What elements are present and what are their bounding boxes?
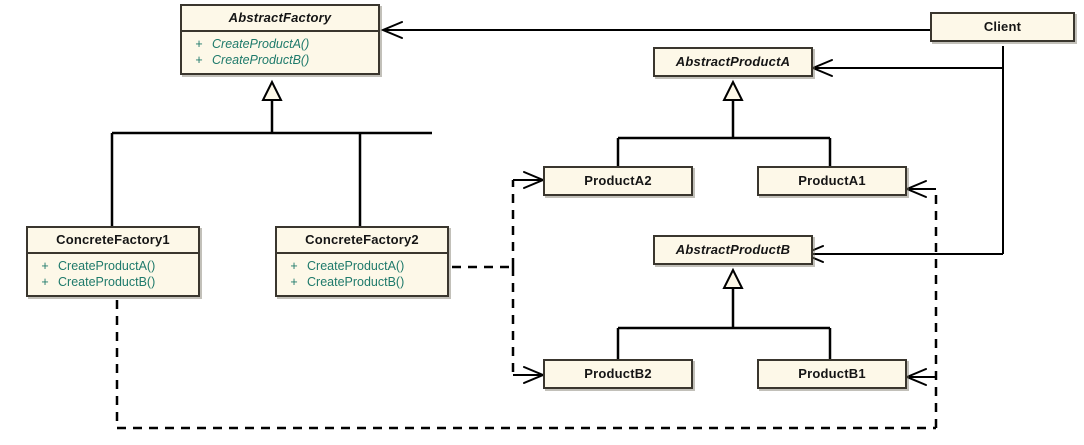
class-title-abstract-factory: AbstractFactory [228,10,332,25]
edge-client-to-abstractfactory [380,21,930,39]
class-member: + CreateProductA() [32,258,194,274]
member-signature: CreateProductA() [307,259,405,273]
class-title-abstract-product-a: AbstractProductA [675,54,791,69]
class-title-client: Client [983,19,1022,34]
member-visibility: + [290,259,298,273]
class-box-abstract-factory[interactable]: AbstractFactory + CreateProductA() + Cre… [180,4,380,75]
member-visibility: + [195,37,203,51]
class-member: + CreateProductA() [281,258,443,274]
edge-concretefactory2-dependencies [452,171,546,384]
member-visibility: + [41,275,49,289]
class-member: + CreateProductB() [186,52,374,68]
class-title-concrete-factory1: ConcreteFactory1 [56,232,170,247]
class-members-concrete-factory2: + CreateProductA() + CreateProductB() [277,254,447,295]
member-signature: CreateProductB() [307,275,405,289]
class-title-product-b1: ProductB1 [798,366,866,381]
class-member: + CreateProductB() [281,274,443,290]
class-member: + CreateProductA() [186,36,374,52]
class-title-concrete-factory2: ConcreteFactory2 [305,232,419,247]
edge-factories-generalization [110,79,432,226]
class-separator [28,252,198,254]
class-members-concrete-factory1: + CreateProductA() + CreateProductB() [28,254,198,295]
class-title-product-b2: ProductB2 [584,366,652,381]
class-separator [277,252,447,254]
class-box-product-a1[interactable]: ProductA1 [757,166,907,196]
member-visibility: + [195,53,203,67]
class-box-product-a2[interactable]: ProductA2 [543,166,693,196]
class-title-product-a2: ProductA2 [584,173,652,188]
class-box-concrete-factory1[interactable]: ConcreteFactory1 + CreateProductA() + Cr… [26,226,200,297]
member-signature: CreateProductB() [58,275,156,289]
member-signature: CreateProductA() [58,259,156,273]
edge-concretefactory1-dependencies [115,180,938,430]
class-separator [182,30,378,32]
class-box-client[interactable]: Client [930,12,1075,42]
class-box-concrete-factory2[interactable]: ConcreteFactory2 + CreateProductA() + Cr… [275,226,449,297]
member-visibility: + [290,275,298,289]
class-member: + CreateProductB() [32,274,194,290]
class-box-abstract-product-a[interactable]: AbstractProductA [653,47,813,77]
class-title-abstract-product-b: AbstractProductB [675,242,791,257]
edge-client-to-abstractproductb [801,245,1003,263]
class-members-abstract-factory: + CreateProductA() + CreateProductB() [182,32,378,73]
class-title-product-a1: ProductA1 [798,173,866,188]
member-visibility: + [41,259,49,273]
member-signature: CreateProductB() [212,53,310,67]
member-signature: CreateProductA() [212,37,310,51]
edge-client-to-abstractproducta [810,59,1003,77]
class-box-product-b1[interactable]: ProductB1 [757,359,907,389]
class-box-product-b2[interactable]: ProductB2 [543,359,693,389]
edge-producta-generalization [616,79,832,167]
edge-productb-generalization [616,267,832,360]
class-box-abstract-product-b[interactable]: AbstractProductB [653,235,813,265]
